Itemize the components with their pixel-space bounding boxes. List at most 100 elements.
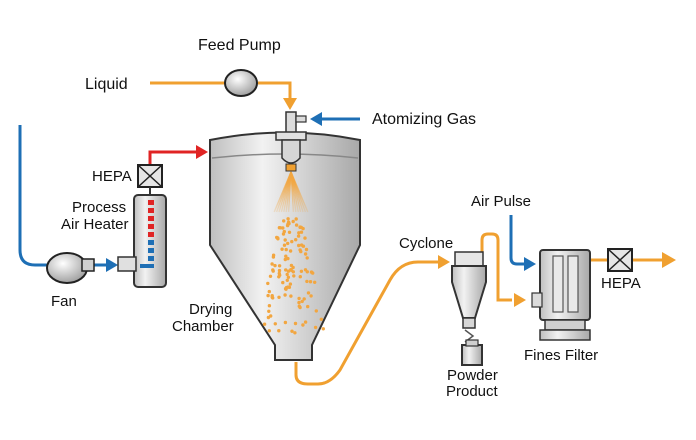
hepa-filter-right — [607, 248, 633, 272]
droplet — [268, 274, 273, 278]
atomizer-cap — [275, 131, 307, 141]
spray-line — [290, 171, 309, 213]
fan — [46, 252, 88, 284]
label-drying-chamber-line2: Chamber — [172, 318, 234, 335]
cyclone-inlet-arrow-head — [438, 255, 450, 269]
atomizer-gas-port — [295, 115, 307, 123]
droplet — [275, 235, 279, 240]
droplet — [303, 236, 307, 240]
droplet — [288, 282, 293, 286]
droplets — [262, 217, 325, 335]
droplet — [299, 230, 304, 234]
liquid-feed-line — [150, 81, 292, 100]
droplet — [282, 243, 287, 247]
droplet — [291, 219, 295, 224]
process-air-inlet-line — [18, 125, 48, 267]
droplet — [283, 287, 288, 291]
droplet — [266, 281, 270, 286]
spray-plume — [273, 171, 309, 213]
droplet — [313, 325, 318, 330]
droplet — [285, 278, 289, 282]
droplet — [286, 256, 290, 261]
droplet — [267, 289, 271, 294]
droplet — [311, 271, 315, 275]
droplet — [267, 304, 272, 308]
droplet — [271, 255, 276, 259]
droplet — [281, 232, 286, 236]
hot-air-arrow-head — [196, 145, 208, 159]
label-air-pulse: Air Pulse — [471, 193, 531, 210]
droplet — [284, 268, 288, 272]
droplet — [293, 321, 298, 326]
droplet — [277, 329, 281, 333]
heater-element-blue — [140, 240, 154, 268]
hot-air-line — [148, 150, 198, 165]
droplet — [285, 272, 289, 277]
droplet — [321, 327, 325, 331]
fan-to-heater-arrow-head — [106, 258, 118, 272]
droplet — [284, 254, 288, 258]
hepa-filter-left — [137, 164, 163, 188]
fines-filter — [531, 249, 591, 341]
droplet — [277, 268, 282, 273]
heater-inlet-stub — [117, 256, 137, 272]
droplet — [298, 248, 302, 252]
droplet — [278, 273, 282, 277]
powder-product-container — [461, 344, 483, 366]
droplet — [283, 257, 287, 262]
droplet — [286, 275, 291, 279]
chamber-to-cyclone-line — [294, 260, 438, 386]
droplet — [282, 219, 286, 223]
droplet — [284, 247, 288, 252]
droplet — [294, 217, 298, 221]
droplet — [305, 256, 309, 260]
droplet — [298, 225, 302, 229]
droplet — [290, 239, 294, 244]
droplet — [300, 299, 304, 304]
droplet — [301, 323, 305, 327]
droplet — [280, 247, 284, 251]
droplet — [297, 304, 301, 308]
exhaust-arrow-head — [662, 252, 676, 268]
droplet — [294, 238, 298, 242]
droplet — [269, 314, 273, 318]
label-powder-product-line2: Product — [446, 383, 499, 400]
droplet — [266, 293, 270, 298]
droplet — [289, 294, 293, 298]
droplet — [283, 238, 287, 242]
droplet — [305, 270, 309, 274]
droplet — [306, 291, 311, 295]
label-fines-filter: Fines Filter — [524, 347, 598, 364]
droplet — [297, 231, 301, 235]
droplet — [306, 304, 310, 309]
droplet — [277, 295, 281, 299]
droplet — [296, 234, 301, 238]
droplet — [305, 279, 309, 284]
droplet — [288, 249, 293, 253]
droplet — [267, 329, 271, 333]
droplet — [297, 296, 301, 301]
droplet — [319, 317, 323, 321]
droplet — [297, 300, 301, 305]
droplet — [301, 226, 305, 231]
droplet — [287, 285, 292, 289]
droplet — [286, 217, 290, 221]
droplet — [271, 268, 275, 272]
droplet — [313, 280, 317, 284]
droplet — [273, 322, 277, 326]
atomizer-stem — [285, 111, 297, 135]
label-process-air-heater-line2: Air Heater — [61, 216, 129, 233]
droplet — [286, 241, 290, 246]
droplet — [291, 270, 295, 274]
air-pulse-line — [509, 215, 524, 266]
label-feed-pump: Feed Pump — [198, 37, 281, 54]
label-cyclone: Cyclone — [399, 235, 453, 252]
droplet — [293, 331, 297, 335]
atomizer-tip — [285, 163, 297, 172]
droplet — [294, 223, 299, 227]
droplet — [303, 320, 308, 324]
cyclone — [451, 251, 487, 343]
label-process-air-heater-line1: Process — [72, 199, 126, 216]
powder-container-lid — [465, 339, 479, 347]
